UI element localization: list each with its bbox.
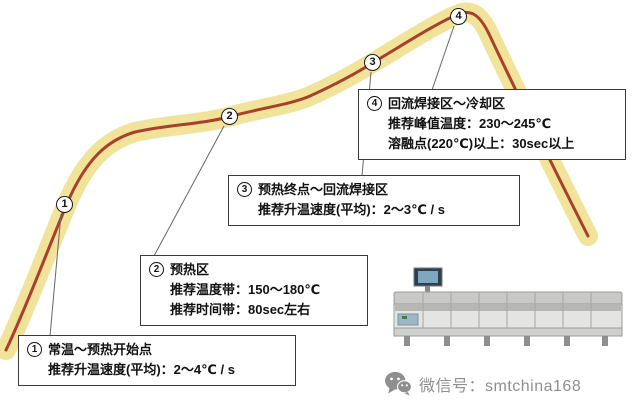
callout-title-row: 4 回流焊接区～冷却区	[367, 94, 617, 114]
callout-preheat-zone: 2 预热区 推荐温度带：150～180℃ 推荐时间带：80sec左右	[140, 255, 368, 327]
circled-number-2: 2	[149, 262, 164, 277]
curve-point-4-marker: 4	[450, 8, 467, 25]
callout-title-row: 3 预热终点～回流焊接区	[237, 180, 511, 200]
callout-title: 常温～预热开始点	[48, 342, 153, 357]
callout-preheat-end-to-reflow-zone: 3 预热终点～回流焊接区 推荐升温速度(平均)：2～3℃ / s	[228, 175, 520, 227]
callout-title: 预热区	[170, 262, 210, 277]
callout-line: 溶融点(220℃)以上：30sec以上	[388, 136, 575, 152]
callout-line: 推荐时间带：80sec左右	[170, 302, 311, 318]
circled-number-1: 1	[27, 342, 42, 357]
circled-number-3: 3	[237, 182, 252, 197]
callout-title: 回流焊接区～冷却区	[388, 96, 506, 111]
curve-point-2-marker: 2	[221, 108, 238, 125]
leader-line-4	[431, 25, 455, 91]
profile-curve	[4, 10, 590, 352]
reflow-oven-illustration	[388, 264, 628, 353]
wechat-footer: 微信号：smtchina168	[384, 371, 581, 396]
leader-line-1	[49, 213, 62, 337]
callout-reflow-cooling-zone: 4 回流焊接区～冷却区 推荐峰值温度：230～245℃ 溶融点(220℃)以上：…	[358, 89, 626, 161]
leader-line-2	[153, 125, 225, 257]
callout-title: 预热终点～回流焊接区	[258, 182, 389, 197]
callout-line: 推荐峰值温度：230～245℃	[388, 116, 552, 132]
wechat-id-label: 微信号：smtchina168	[419, 377, 582, 395]
callout-line: 推荐升温速度(平均)：2～3℃ / s	[258, 202, 445, 218]
callout-room-temp-to-preheat-start: 1 常温～预热开始点 推荐升温速度(平均)：2～4℃ / s	[18, 335, 296, 387]
callout-title-row: 2 预热区	[149, 260, 359, 280]
circled-number-4: 4	[367, 96, 382, 111]
curve-point-1-marker: 1	[56, 196, 73, 213]
wechat-icon	[384, 371, 412, 396]
callout-line: 推荐升温速度(平均)：2～4℃ / s	[48, 362, 235, 378]
curve-point-3-marker: 3	[364, 54, 381, 71]
callout-line: 推荐温度带：150～180℃	[170, 282, 321, 298]
callout-title-row: 1 常温～预热开始点	[27, 340, 287, 360]
